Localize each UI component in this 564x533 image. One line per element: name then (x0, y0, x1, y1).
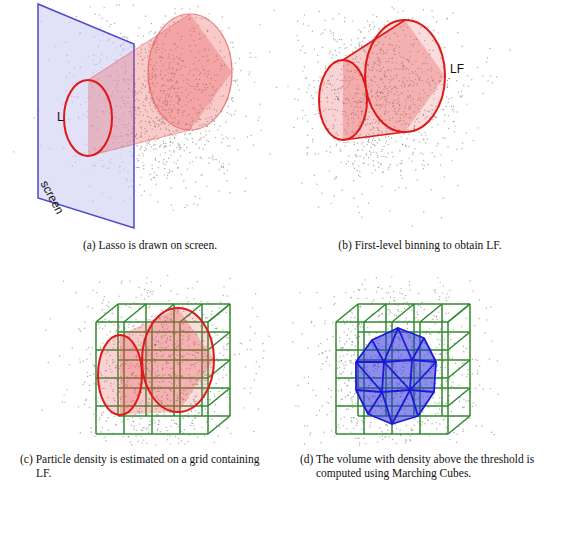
frustum-end (142, 308, 214, 412)
caption: (c) Particle density is estimated on a g… (20, 452, 270, 480)
frustum-edge (343, 20, 405, 60)
frustum-end (365, 20, 445, 132)
frustum-end (148, 14, 232, 130)
caption: (d) The volume with density above the th… (300, 452, 550, 480)
density-grid (336, 304, 470, 434)
frustum-end (319, 60, 367, 140)
region-label: L (57, 110, 64, 124)
frustum-edge (343, 132, 405, 140)
caption: (b) First-level binning to obtain LF. (290, 238, 550, 252)
density-grid (96, 304, 230, 434)
particle-cloud (287, 6, 510, 226)
particle-cloud (292, 276, 499, 446)
caption: (a) Lasso is drawn on screen. (30, 238, 270, 252)
frustum-end (98, 335, 142, 415)
frustum-edge (88, 130, 190, 156)
isosurface-mesh (356, 328, 436, 424)
frustum-edge (88, 14, 190, 80)
particle-cloud (42, 275, 270, 446)
region-label: LF (450, 62, 464, 76)
lasso (64, 80, 112, 156)
